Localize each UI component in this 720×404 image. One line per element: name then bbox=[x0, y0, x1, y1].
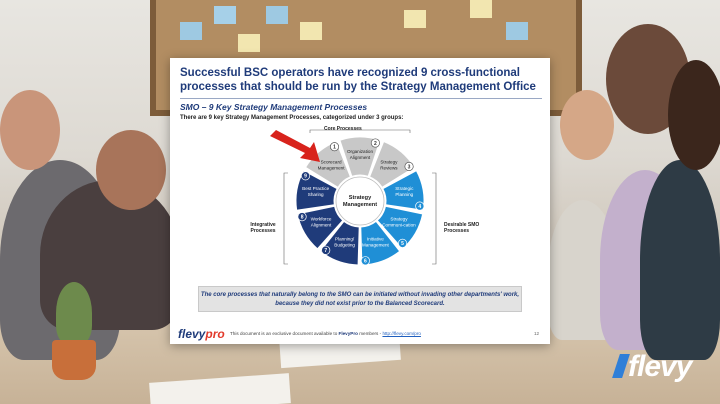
desirable-bracket bbox=[432, 172, 437, 265]
process-segment-2 bbox=[339, 136, 381, 177]
group-label-desirable: Desirable SMO Processes bbox=[444, 222, 480, 234]
person-left-head bbox=[0, 90, 60, 170]
plant bbox=[56, 282, 92, 344]
process-number-badge-3 bbox=[404, 161, 414, 172]
sticky-note bbox=[404, 10, 426, 28]
person-right-3-head bbox=[668, 60, 720, 170]
process-number-6: 6 bbox=[364, 259, 367, 265]
process-segment-8 bbox=[296, 205, 344, 250]
person-right-3 bbox=[640, 160, 720, 360]
person-center-left-head bbox=[96, 130, 166, 210]
process-number-badge-6 bbox=[360, 256, 370, 266]
slide-intro: There are 9 key Strategy Management Proc… bbox=[180, 115, 404, 121]
process-number-2: 2 bbox=[374, 141, 377, 147]
callout-box: The core processes that naturally belong… bbox=[198, 286, 522, 312]
process-number-badge-2 bbox=[370, 138, 380, 148]
plant-pot bbox=[52, 340, 96, 380]
process-number-1: 1 bbox=[333, 144, 336, 150]
footer-note: This document is an exclusive document a… bbox=[230, 331, 421, 336]
core-bracket bbox=[309, 129, 411, 133]
process-segment-4 bbox=[382, 169, 425, 211]
process-number-badge-1 bbox=[329, 142, 340, 152]
process-segment-3 bbox=[368, 140, 416, 189]
center-circle bbox=[335, 176, 385, 226]
slide-title: Successful BSC operators have recognized… bbox=[180, 67, 536, 93]
process-number-3: 3 bbox=[408, 164, 411, 170]
group-label-integrative: Integrative Processes bbox=[250, 222, 276, 234]
process-number-7: 7 bbox=[324, 248, 327, 254]
process-number-9: 9 bbox=[304, 174, 307, 180]
process-number-5: 5 bbox=[401, 241, 404, 247]
process-number-8: 8 bbox=[301, 214, 304, 220]
process-segment-9 bbox=[295, 169, 338, 211]
slide-subtitle: SMO – 9 Key Strategy Management Processe… bbox=[180, 102, 368, 112]
person-right-1-head bbox=[560, 90, 614, 160]
process-segment-7 bbox=[319, 220, 360, 266]
sticky-note bbox=[470, 0, 492, 18]
sticky-note bbox=[180, 22, 202, 40]
sticky-note bbox=[506, 22, 528, 40]
sticky-note bbox=[266, 6, 288, 24]
process-number-badge-5 bbox=[397, 238, 408, 248]
process-number-4: 4 bbox=[418, 204, 421, 210]
flevy-watermark-logo: flevy bbox=[612, 350, 692, 384]
process-number-badge-7 bbox=[321, 245, 331, 255]
flevypro-link[interactable]: http://flevy.com/pro bbox=[382, 331, 421, 336]
process-segment-6 bbox=[360, 220, 401, 266]
page-number: 12 bbox=[534, 331, 540, 336]
process-number-badge-8 bbox=[297, 212, 307, 222]
sticky-note bbox=[300, 22, 322, 40]
sticky-note bbox=[238, 34, 260, 52]
process-segment-5 bbox=[376, 205, 424, 250]
flevypro-logo: flevypro bbox=[178, 327, 225, 341]
slide-footer: flevypro This document is an exclusive d… bbox=[170, 324, 550, 344]
process-label-7: Planning/Budgeting bbox=[334, 236, 355, 247]
group-label-core: Core Processes bbox=[324, 126, 362, 132]
pointer-arrow-icon bbox=[270, 130, 320, 162]
process-number-badge-9 bbox=[301, 171, 311, 181]
integrative-bracket bbox=[283, 172, 288, 265]
process-number-badge-4 bbox=[415, 201, 425, 211]
title-divider bbox=[180, 98, 542, 99]
presentation-slide: Successful BSC operators have recognized… bbox=[170, 58, 550, 344]
sticky-note bbox=[214, 6, 236, 24]
